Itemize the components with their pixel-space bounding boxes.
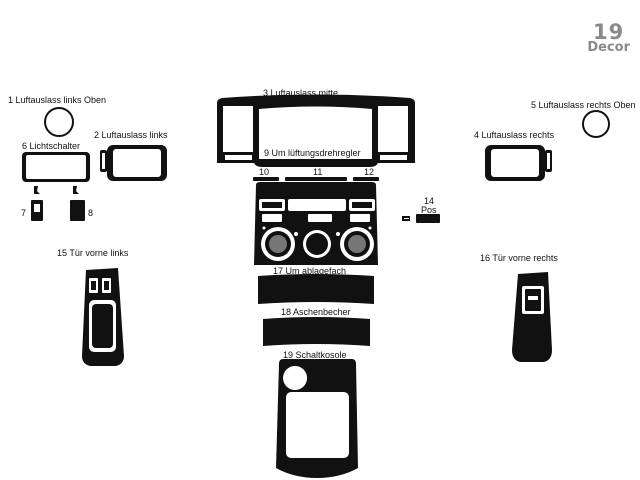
label-part-11: 11: [313, 167, 323, 177]
label-part-15: 15 Tür vorne links: [57, 248, 129, 258]
part-14-piece: [402, 214, 440, 223]
part-19-gear-console: [276, 359, 358, 478]
part-5-vent-ring: [582, 110, 610, 138]
part-15-left-door-panel: [82, 268, 124, 366]
label-part-5: 5 Luftauslass rechts Oben: [531, 100, 636, 110]
part-3-left-slot: [225, 155, 252, 160]
label-part-19: 19 Schaltkosole: [283, 350, 347, 360]
label-part-10: 10: [259, 167, 270, 177]
part-7-piece: [31, 186, 43, 221]
part-1-vent-ring: [44, 107, 74, 137]
part-16-right-door-panel: [512, 272, 552, 362]
part-12-strip: [353, 177, 379, 181]
label-part-3: 3 Luftauslass mitte: [263, 88, 339, 98]
part-17-storage-strip: [258, 274, 374, 304]
label-part-18: 18 Aschenbecher: [281, 307, 351, 317]
label-part-7: 7: [21, 208, 27, 218]
label-part-6: 6 Lichtschalter: [22, 141, 81, 151]
label-part-16: 16 Tür vorne rechts: [480, 253, 558, 263]
label-part-2: 2 Luftauslass links: [94, 130, 168, 140]
part-3-right-slot: [380, 155, 407, 160]
part-6-light-switch-frame: [22, 152, 90, 182]
logo-word: Decor: [587, 40, 630, 55]
label-part-9: 9 Um lüftungsdrehregler: [264, 148, 361, 158]
label-part-12: 12: [364, 167, 375, 177]
label-part-14-pos: Pos: [421, 205, 437, 215]
part-8-piece: [70, 186, 85, 221]
part-18-ashtray-strip: [263, 317, 370, 346]
label-part-17: 17 Um ablagefach: [273, 266, 347, 276]
part-10-strip: [253, 177, 279, 181]
decor-logo: 19 Decor: [587, 20, 630, 55]
part-11-strip: [285, 177, 347, 181]
part-2-vent-frame: [100, 145, 167, 181]
label-part-14: 14: [424, 196, 435, 206]
label-part-4: 4 Luftauslass rechts: [474, 130, 555, 140]
logo-number: 19: [593, 20, 625, 44]
part-13-climate-panel: [254, 182, 378, 265]
label-part-1: 1 Luftauslass links Oben: [8, 95, 107, 105]
part-4-vent-frame: [485, 145, 552, 181]
label-part-8: 8: [88, 208, 94, 218]
